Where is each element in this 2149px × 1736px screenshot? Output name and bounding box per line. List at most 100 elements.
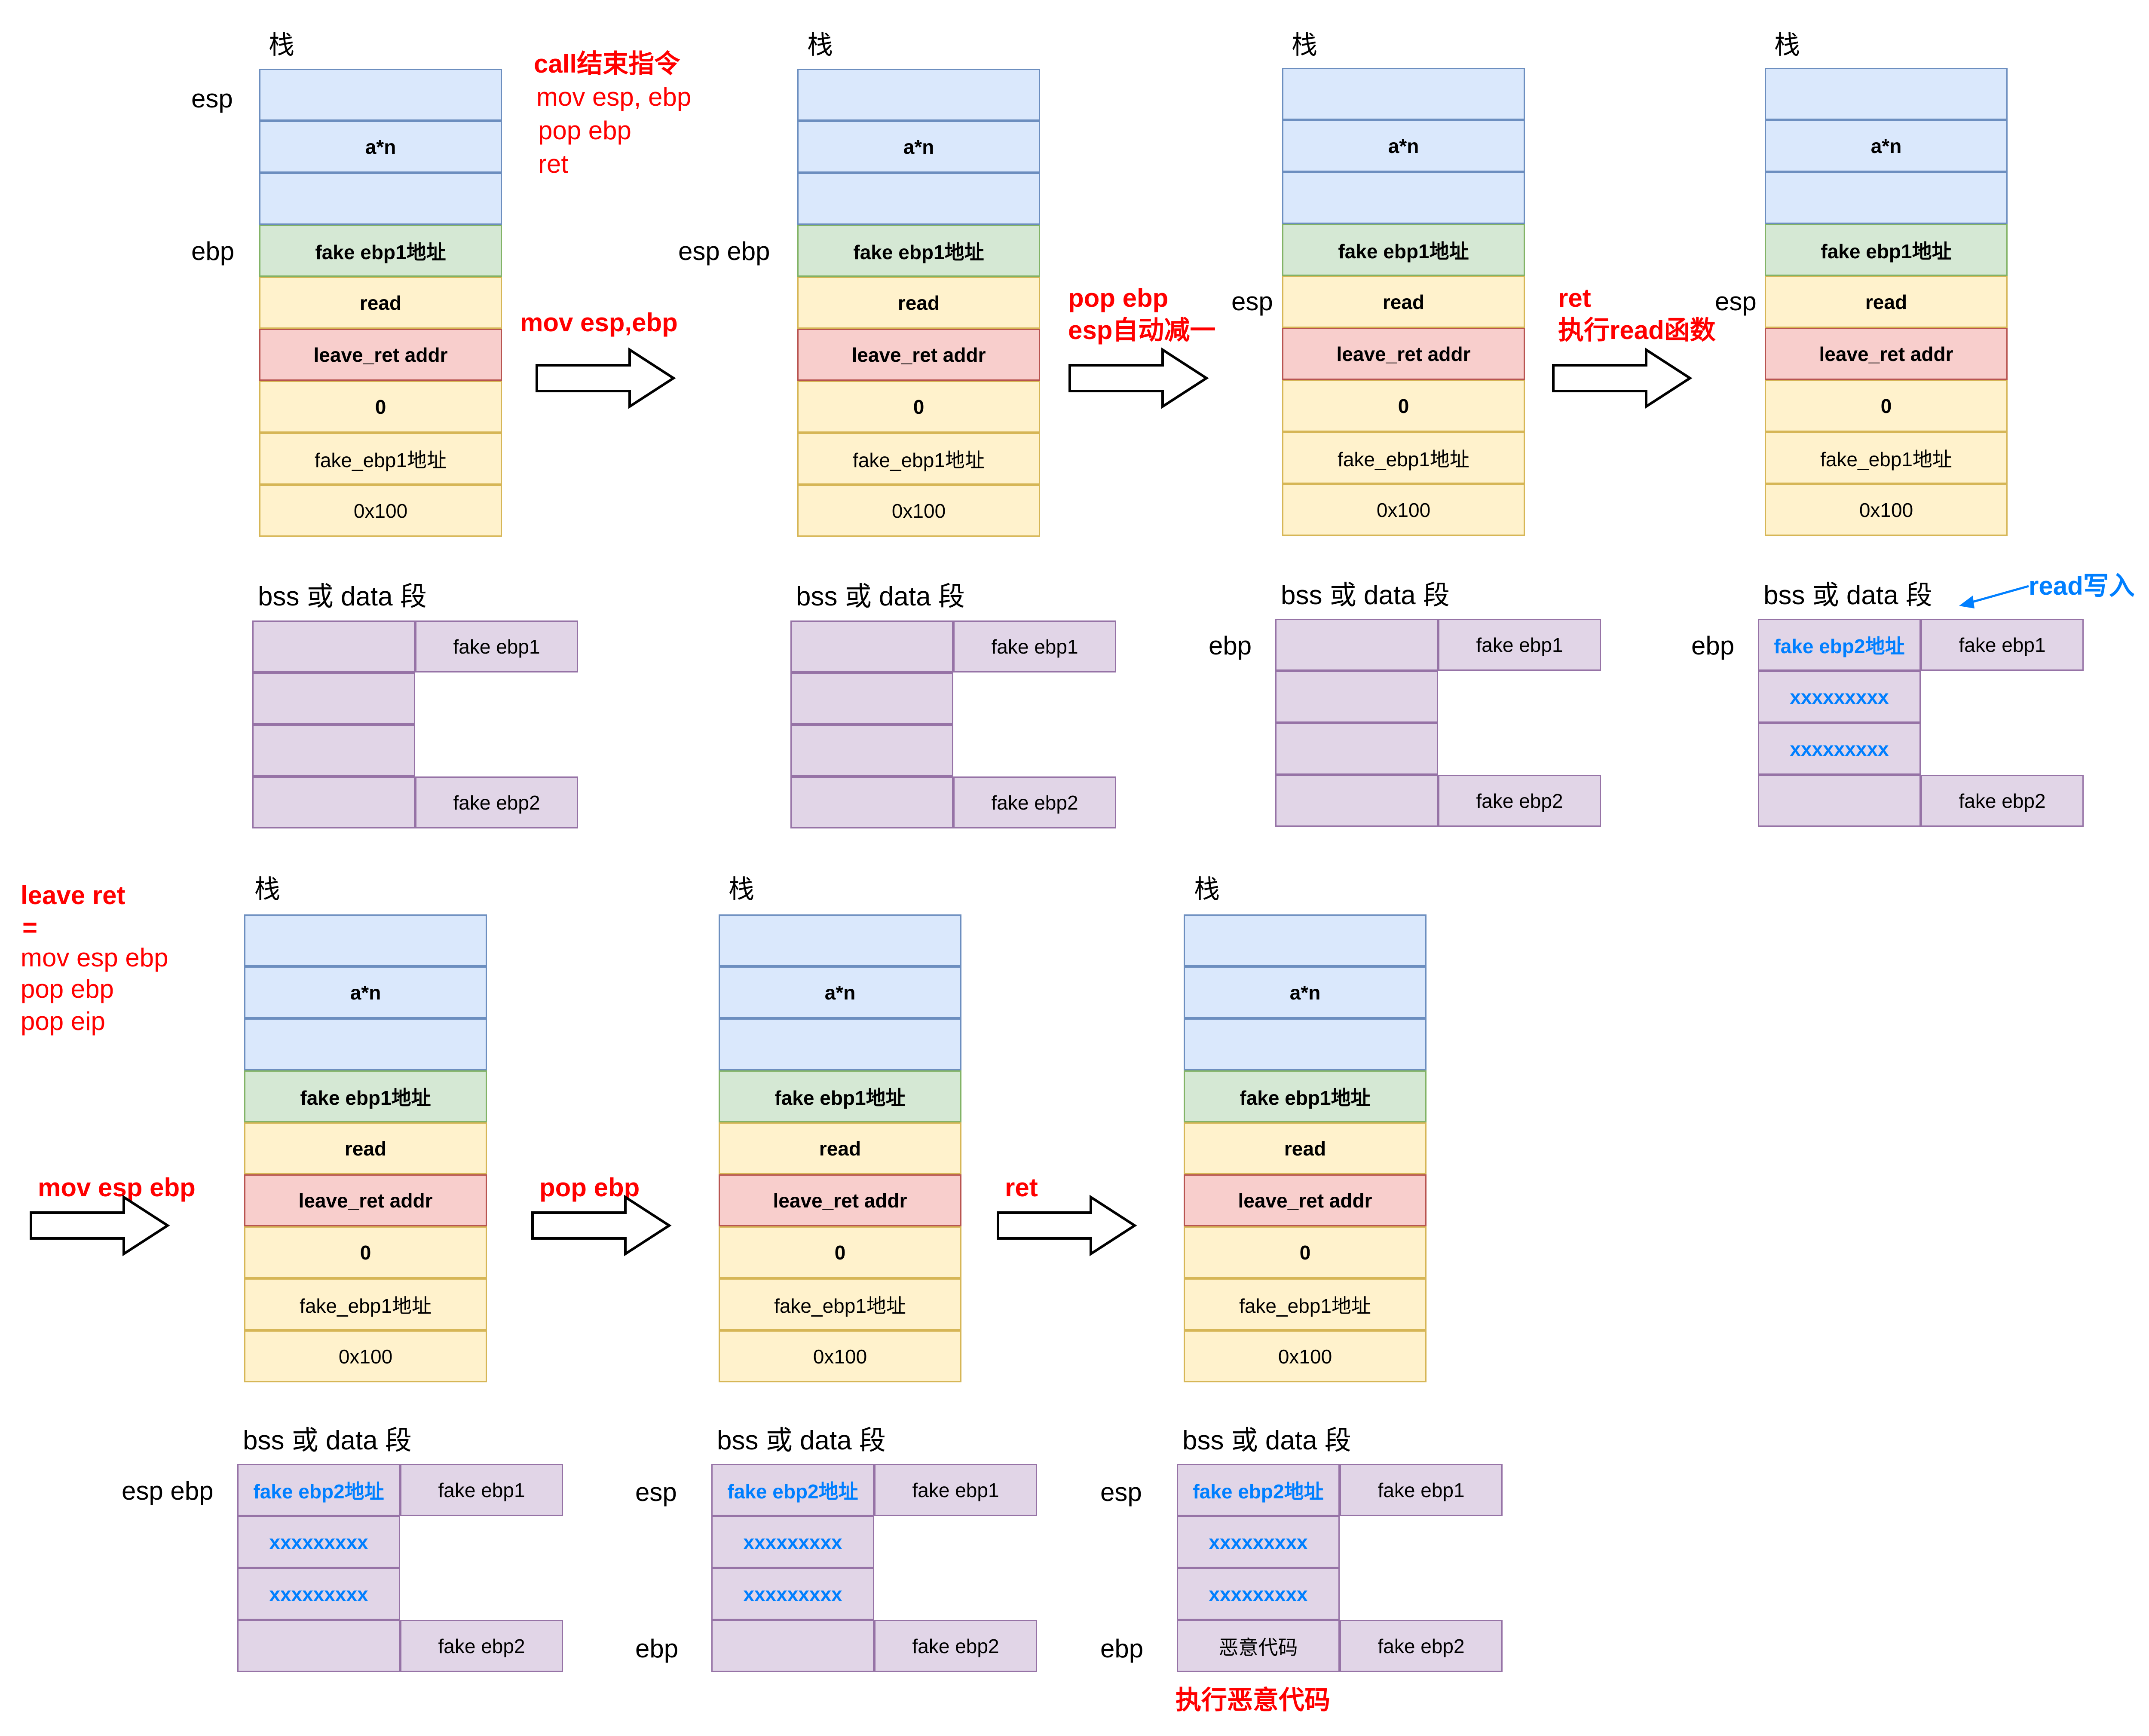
- stack-cell-fake-ebp1-addr: fake ebp1地址: [797, 225, 1040, 277]
- stack-cell: fake_ebp1地址: [719, 1278, 961, 1330]
- stack-cell: a*n: [259, 121, 502, 173]
- ebp-pointer: ebp: [635, 1634, 679, 1663]
- stack-cell: fake_ebp1地址: [1282, 432, 1525, 484]
- call-end-title: call结束指令: [534, 49, 680, 78]
- stack-cell: 0: [1765, 380, 2008, 432]
- stack-cell-leave-ret: leave_ret addr: [259, 329, 502, 381]
- bss-title: bss 或 data 段: [717, 1426, 886, 1455]
- stack-cell: [1184, 1018, 1427, 1070]
- stack-cell: 0x100: [1184, 1330, 1427, 1382]
- stack-title: 栈: [807, 31, 833, 59]
- bss-cell: [1758, 775, 1921, 827]
- stack-cell-read: read: [719, 1122, 961, 1174]
- stack-cell: [719, 914, 961, 966]
- bss-cell: [1275, 723, 1438, 775]
- ebp-pointer: ebp: [1100, 1634, 1144, 1663]
- stack-cell-leave-ret: leave_ret addr: [244, 1174, 487, 1226]
- stack-cell: [797, 69, 1040, 121]
- stack-cell-read: read: [1184, 1122, 1427, 1174]
- leave-ret-line: mov esp ebp: [21, 943, 168, 972]
- bss-cell: fake ebp1: [1340, 1464, 1503, 1516]
- step-esp-dec: esp自动减一: [1068, 316, 1216, 345]
- stack-cell-read: read: [244, 1122, 487, 1174]
- arrow-right-icon: [531, 1195, 672, 1256]
- stack-cell-leave-ret: leave_ret addr: [1184, 1174, 1427, 1226]
- ebp-pointer: ebp: [1209, 631, 1252, 660]
- exec-malicious-note: 执行恶意代码: [1176, 1686, 1330, 1715]
- bss-cell: [1275, 671, 1438, 723]
- stack-cell: [244, 914, 487, 966]
- bss-cell: [252, 672, 415, 724]
- stack-cell: a*n: [1184, 966, 1427, 1018]
- bss-cell: fake ebp2: [1340, 1620, 1503, 1672]
- bss-cell: [790, 672, 953, 724]
- bss-cell-malicious-code: 恶意代码: [1177, 1620, 1340, 1672]
- stack-cell: a*n: [244, 966, 487, 1018]
- esp-pointer: esp: [1715, 287, 1757, 316]
- arrow-right-icon: [997, 1195, 1137, 1256]
- bss-cell: [790, 776, 953, 828]
- stack-cell-fake-ebp1-addr: fake ebp1地址: [1184, 1070, 1427, 1122]
- bss-title: bss 或 data 段: [258, 582, 427, 611]
- step-ret: ret: [1558, 284, 1591, 312]
- bss-cell-fake-ebp2-addr: fake ebp2地址: [1758, 619, 1921, 671]
- stack-cell-read: read: [259, 277, 502, 329]
- esp-pointer: esp: [1231, 287, 1273, 316]
- bss-cell-fake-ebp2-addr: fake ebp2地址: [1177, 1464, 1340, 1516]
- bss-cell: fake ebp1: [953, 620, 1116, 672]
- bss-cell: fake ebp1: [1438, 619, 1601, 671]
- bss-cell-payload: xxxxxxxxx: [1177, 1568, 1340, 1620]
- bss-cell: [237, 1620, 400, 1672]
- stack-cell-leave-ret: leave_ret addr: [1765, 328, 2008, 380]
- bss-cell: [1275, 775, 1438, 827]
- stack-cell: 0x100: [1765, 484, 2008, 536]
- arrow-right-icon: [1552, 347, 1693, 409]
- bss-cell-payload: xxxxxxxxx: [711, 1516, 874, 1568]
- stack-cell-leave-ret: leave_ret addr: [719, 1174, 961, 1226]
- bss-cell-payload: xxxxxxxxx: [1758, 723, 1921, 775]
- stack-cell: 0: [719, 1226, 961, 1278]
- stack-cell: fake_ebp1地址: [1184, 1278, 1427, 1330]
- stack-cell-read: read: [1282, 276, 1525, 328]
- step-pop-ebp-2: pop ebp: [539, 1173, 640, 1202]
- stack-cell-fake-ebp1-addr: fake ebp1地址: [1765, 224, 2008, 276]
- bss-cell: fake ebp2: [953, 776, 1116, 828]
- esp-ebp-pointer: esp ebp: [678, 237, 770, 266]
- stack-cell: [259, 173, 502, 225]
- bss-cell: fake ebp1: [1921, 619, 2084, 671]
- stack-title: 栈: [254, 875, 280, 904]
- stack-cell: [797, 173, 1040, 225]
- stack-title: 栈: [269, 31, 294, 59]
- stack-cell: fake_ebp1地址: [1765, 432, 2008, 484]
- bss-cell: [252, 724, 415, 776]
- esp-pointer: esp: [635, 1478, 677, 1507]
- bss-cell-payload: xxxxxxxxx: [237, 1568, 400, 1620]
- bss-cell: [252, 620, 415, 672]
- stack-cell: fake_ebp1地址: [797, 433, 1040, 485]
- stack-cell: 0: [797, 381, 1040, 433]
- step-exec-read: 执行read函数: [1558, 316, 1716, 345]
- stack-cell-fake-ebp1-addr: fake ebp1地址: [1282, 224, 1525, 276]
- stack-cell-read: read: [1765, 276, 2008, 328]
- bss-cell: [790, 724, 953, 776]
- stack-cell-leave-ret: leave_ret addr: [1282, 328, 1525, 380]
- call-end-line: ret: [538, 150, 569, 178]
- bss-cell: fake ebp1: [400, 1464, 563, 1516]
- read-write-note: read写入: [2029, 572, 2135, 600]
- stack-cell: a*n: [1282, 120, 1525, 172]
- bss-title: bss 或 data 段: [796, 582, 965, 611]
- bss-cell: fake ebp2: [1921, 775, 2084, 827]
- bss-cell: fake ebp2: [415, 776, 578, 828]
- stack-cell: 0: [1282, 380, 1525, 432]
- stack-cell-fake-ebp1-addr: fake ebp1地址: [244, 1070, 487, 1122]
- esp-ebp-pointer: esp ebp: [122, 1476, 214, 1505]
- bss-title: bss 或 data 段: [1281, 581, 1450, 610]
- stack-cell: 0x100: [797, 485, 1040, 537]
- stack-title: 栈: [729, 875, 754, 904]
- stack-cell: 0x100: [259, 485, 502, 537]
- leave-ret-line: pop eip: [21, 1007, 105, 1036]
- stack-cell-fake-ebp1-addr: fake ebp1地址: [259, 225, 502, 277]
- bss-cell-payload: xxxxxxxxx: [711, 1568, 874, 1620]
- bss-title: bss 或 data 段: [1763, 581, 1932, 610]
- stack-cell: [1765, 172, 2008, 224]
